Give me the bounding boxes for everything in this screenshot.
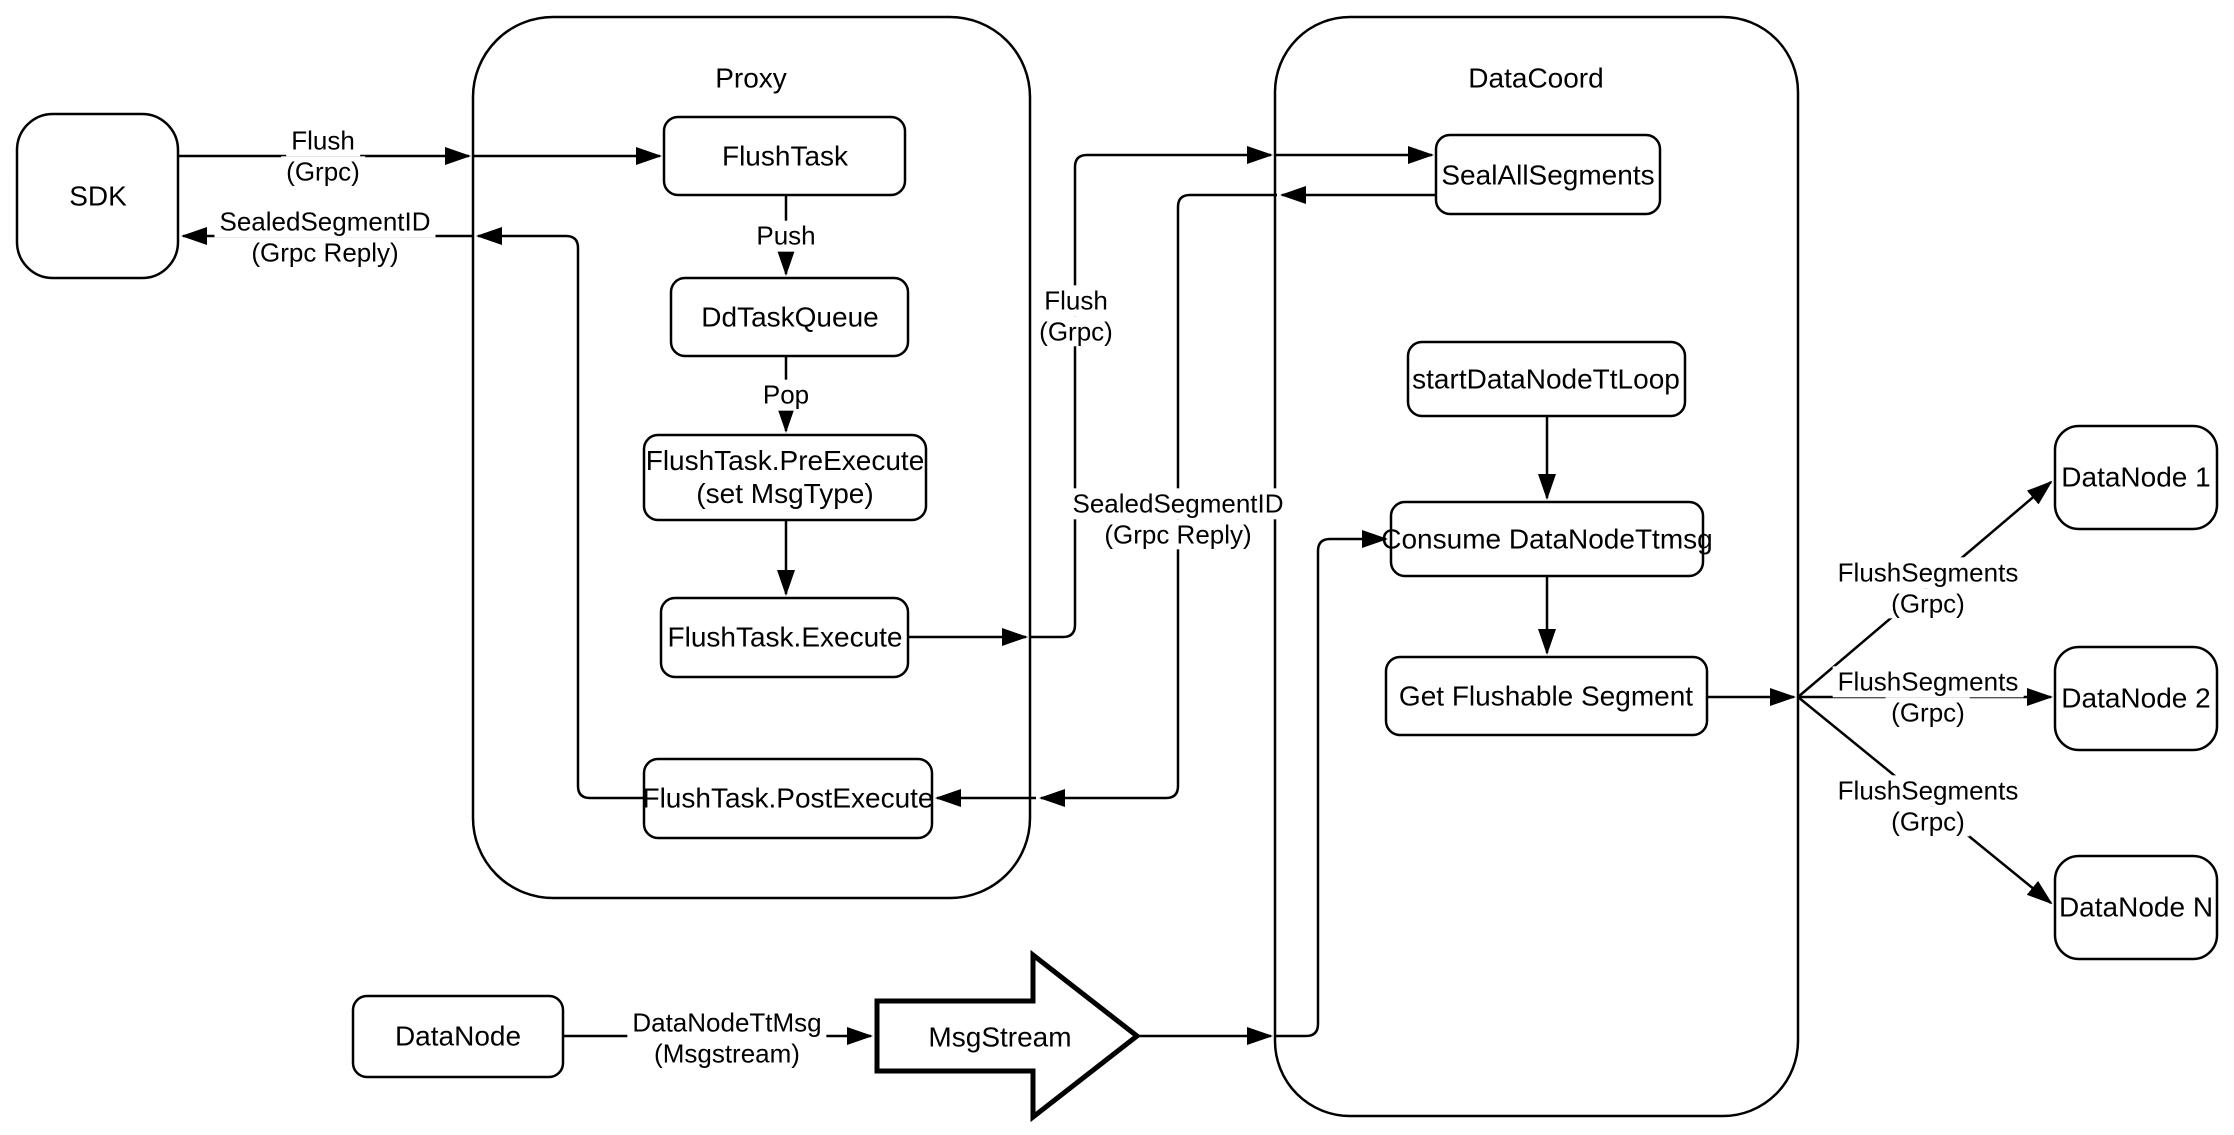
datanode2-label: DataNode 2 xyxy=(2061,682,2211,714)
edge-flush-to-datacoord-edge xyxy=(1031,146,1273,639)
edge-label-pop-text: Pop xyxy=(757,379,815,411)
preexecute-label-line1: FlushTask.PreExecute xyxy=(645,444,925,476)
edge-label-reply-mid: SealedSegmentID (Grpc Reply) xyxy=(1067,488,1289,550)
flushtask-box xyxy=(662,115,907,197)
edge-label-flushsegments-3-line1: FlushSegments xyxy=(1832,775,2024,806)
datanode1-box xyxy=(2053,424,2219,531)
edge-postexecute-to-proxy-edge xyxy=(476,227,644,800)
edge-label-reply-mid-line1: SealedSegmentID xyxy=(1067,488,1289,519)
flushtask-label: FlushTask xyxy=(721,140,849,172)
consume-label: Consume DataNodeTtmsg xyxy=(1381,523,1713,555)
proxy-container xyxy=(471,15,1032,900)
postexecute-label: FlushTask.PostExecute xyxy=(642,782,934,814)
datanoden-box xyxy=(2053,854,2219,961)
edge-label-flushsegments-1: FlushSegments (Grpc) xyxy=(1832,557,2024,619)
getflushable-label: Get Flushable Segment xyxy=(1398,680,1694,712)
sealallsegments-box xyxy=(1434,133,1662,216)
datanode2-box xyxy=(2053,645,2219,752)
edge-label-flush-left: Flush (Grpc) xyxy=(281,125,365,187)
datacoord-container xyxy=(1273,15,1800,1118)
edge-label-reply-left: SealedSegmentID (Grpc Reply) xyxy=(214,206,436,268)
startloop-label: startDataNodeTtLoop xyxy=(1412,363,1680,395)
postexecute-box xyxy=(642,757,934,840)
edge-label-push: Push xyxy=(751,220,821,252)
edge-label-flush-left-line2: (Grpc) xyxy=(281,156,365,187)
edge-label-reply-mid-line2: (Grpc Reply) xyxy=(1099,519,1257,550)
preexecute-label: FlushTask.PreExecute (set MsgType) xyxy=(646,444,925,510)
datanode-bottom-label: DataNode xyxy=(394,1020,522,1052)
edge-label-flush-mid: Flush (Grpc) xyxy=(1034,285,1118,347)
consume-box xyxy=(1389,500,1705,578)
edge-label-flushsegments-1-line2: (Grpc) xyxy=(1886,588,1970,619)
edge-label-flushsegments-3: FlushSegments (Grpc) xyxy=(1832,775,2024,837)
edge-label-flushsegments-3-line2: (Grpc) xyxy=(1886,806,1970,837)
edge-label-ttmsg: DataNodeTtMsg (Msgstream) xyxy=(627,1007,827,1069)
datanode-bottom-box xyxy=(351,994,565,1079)
sealallsegments-label: SealAllSegments xyxy=(1441,159,1655,191)
edge-label-ttmsg-line1: DataNodeTtMsg xyxy=(627,1007,827,1038)
ddtaskqueue-label: DdTaskQueue xyxy=(701,301,879,333)
execute-box xyxy=(659,596,910,679)
msgstream-label: MsgStream xyxy=(928,1021,1072,1053)
datanoden-label: DataNode N xyxy=(2058,891,2214,923)
preexecute-box xyxy=(642,433,928,522)
edge-label-ttmsg-line2: (Msgstream) xyxy=(649,1038,805,1069)
datacoord-title: DataCoord xyxy=(1468,62,1604,94)
datanode1-label: DataNode 1 xyxy=(2061,461,2211,493)
edge-label-flush-mid-line1: Flush xyxy=(1039,285,1113,316)
execute-label: FlushTask.Execute xyxy=(667,621,903,653)
edge-label-flush-mid-line2: (Grpc) xyxy=(1034,316,1118,347)
edge-label-reply-left-line2: (Grpc Reply) xyxy=(246,237,404,268)
edge-label-flushsegments-2-line1: FlushSegments xyxy=(1832,666,2024,697)
edge-label-pop: Pop xyxy=(757,379,815,411)
edge-label-flush-left-line1: Flush xyxy=(286,125,360,156)
node-shapes xyxy=(15,112,2219,1079)
edge-label-flushsegments-2-line2: (Grpc) xyxy=(1886,697,1970,728)
ddtaskqueue-box xyxy=(669,276,910,358)
edge-label-flushsegments-1-line1: FlushSegments xyxy=(1832,557,2024,588)
edge-msgstream-to-consume xyxy=(1276,530,1388,1038)
proxy-title: Proxy xyxy=(715,62,787,94)
startloop-box xyxy=(1406,340,1687,418)
sdk-box xyxy=(15,112,180,280)
edge-label-reply-left-line1: SealedSegmentID xyxy=(214,206,436,237)
getflushable-box xyxy=(1384,655,1709,737)
sdk-label: SDK xyxy=(69,180,127,212)
edge-label-push-text: Push xyxy=(751,220,821,252)
msgstream-arrow-shape xyxy=(874,949,1142,1123)
edge-label-flushsegments-2: FlushSegments (Grpc) xyxy=(1832,666,2024,728)
preexecute-label-line2: (set MsgType) xyxy=(696,478,874,509)
